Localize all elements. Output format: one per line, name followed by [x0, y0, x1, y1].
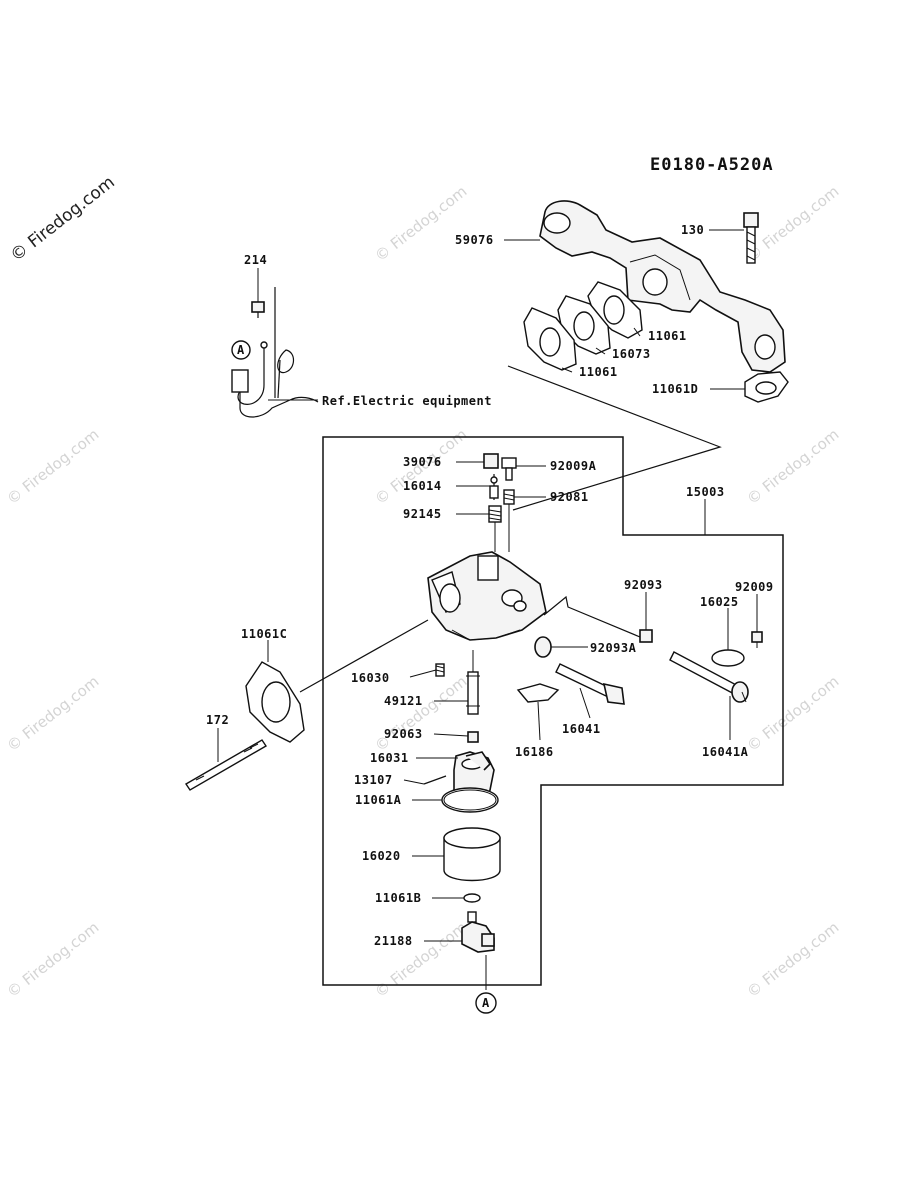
- valve-stack: [483, 453, 517, 552]
- part-label-11061-upper: 11061: [648, 329, 687, 343]
- nozzle-49121: [466, 650, 480, 715]
- leader-lines: [217, 229, 758, 942]
- watermark: © Firedog.com: [3, 425, 102, 508]
- watermark: © Firedog.com: [371, 182, 470, 265]
- watermark: © Firedog.com: [3, 672, 102, 755]
- watermark: © Firedog.com: [743, 425, 842, 508]
- screw-92009: [751, 631, 763, 648]
- callout-a-bottom-label: A: [482, 996, 490, 1010]
- part-labels: 214 59076 130 11061 16073 11061 11061D R…: [206, 223, 774, 948]
- part-label-92093: 92093: [624, 578, 663, 592]
- callout-a-top-label: A: [237, 343, 245, 357]
- part-label-92009A: 92009A: [550, 459, 597, 473]
- part-label-11061B: 11061B: [375, 891, 421, 905]
- pin-13107: [423, 775, 447, 785]
- gasket-16073: [557, 295, 611, 355]
- bolt-130: [743, 212, 759, 264]
- callout-a-top: A: [231, 340, 251, 360]
- part-label-16041A: 16041A: [702, 745, 749, 759]
- o-ring-11061A: [441, 787, 499, 813]
- diagram-code: E0180-A520A: [650, 155, 774, 175]
- part-label-92063: 92063: [384, 727, 423, 741]
- carburetor-body: [427, 551, 547, 641]
- shaft-16041A: [669, 651, 749, 703]
- callout-a-bottom: A: [475, 992, 497, 1014]
- assembly-frame: [322, 436, 784, 986]
- part-label-16014: 16014: [403, 479, 442, 493]
- part-label-49121: 49121: [384, 694, 423, 708]
- part-label-172: 172: [206, 713, 229, 727]
- watermark-main: © Firedog.com: [7, 172, 119, 266]
- watermark: © Firedog.com: [743, 918, 842, 1001]
- part-label-11061A: 11061A: [355, 793, 402, 807]
- part-label-16186: 16186: [515, 745, 554, 759]
- part-label-130: 130: [681, 223, 704, 237]
- drain-screw-21188: [461, 911, 495, 953]
- gasket-11061C: [245, 661, 305, 743]
- part-label-92081: 92081: [550, 490, 589, 504]
- part-label-92093A: 92093A: [590, 641, 637, 655]
- part-label-59076: 59076: [455, 233, 494, 247]
- part-label-16025: 16025: [700, 595, 739, 609]
- washer-92093: [639, 629, 653, 643]
- watermark: © Firedog.com: [371, 918, 470, 1001]
- part-label-15003: 15003: [686, 485, 725, 499]
- shaft-connector-line: [543, 595, 641, 638]
- stud-172: [185, 739, 267, 791]
- reference-note: Ref.Electric equipment: [322, 394, 492, 408]
- part-label-11061-lower: 11061: [579, 365, 618, 379]
- manifold-connector-line: [507, 365, 722, 511]
- part-label-11061C: 11061C: [241, 627, 287, 641]
- collar-92093A: [534, 636, 552, 658]
- part-label-92145: 92145: [403, 507, 442, 521]
- part-label-16073: 16073: [612, 347, 651, 361]
- needle-16030: [435, 663, 445, 677]
- jet-92063: [467, 731, 479, 743]
- part-label-214: 214: [244, 253, 267, 267]
- part-label-39076: 39076: [403, 455, 442, 469]
- part-label-16030: 16030: [351, 671, 390, 685]
- gasket-11061D: [744, 371, 789, 403]
- part-label-13107: 13107: [354, 773, 393, 787]
- part-label-11061D: 11061D: [652, 382, 698, 396]
- shaft-16041: [555, 663, 625, 705]
- part-label-16031: 16031: [370, 751, 409, 765]
- watermark: © Firedog.com: [3, 918, 102, 1001]
- washer-11061B: [463, 893, 481, 903]
- part-label-16020: 16020: [362, 849, 401, 863]
- intake-manifold: [539, 200, 786, 373]
- plate-16025: [711, 649, 745, 667]
- plate-16186: [516, 683, 560, 703]
- watermark: © Firedog.com: [743, 672, 842, 755]
- gasket-11061-lower: [523, 307, 577, 371]
- part-label-16041: 16041: [562, 722, 601, 736]
- gasket-connector-line: [299, 619, 429, 693]
- float-bowl-16020: [443, 827, 501, 882]
- part-label-21188: 21188: [374, 934, 413, 948]
- wire-harness: [231, 287, 319, 418]
- part-label-92009: 92009: [735, 580, 774, 594]
